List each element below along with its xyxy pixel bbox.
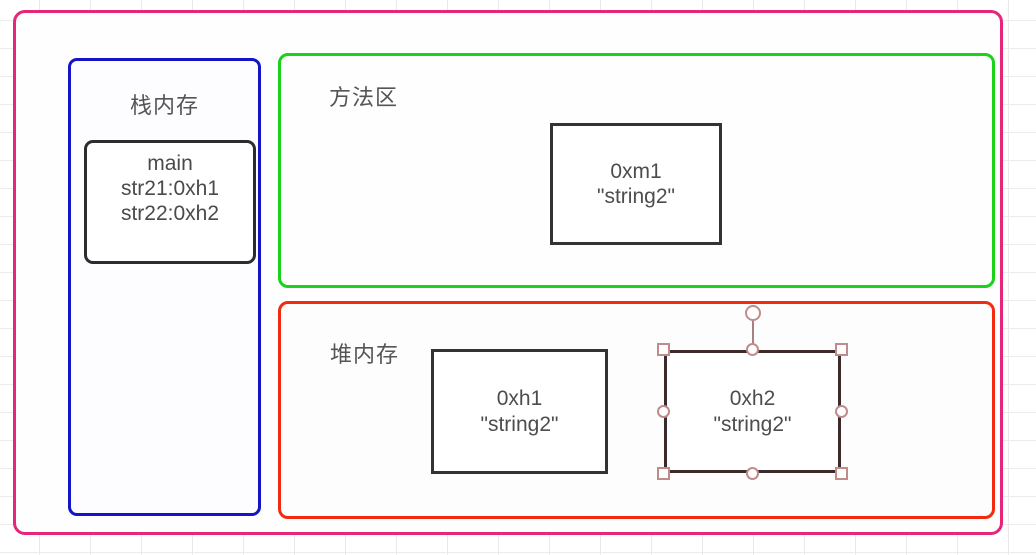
outer-container[interactable]: 栈内存 main str21:0xh1 str22:0xh2 方法区 0xm1 … <box>13 10 1003 535</box>
stack-frame-line-0: main <box>147 152 193 175</box>
heap-object-2-line-0: 0xh2 <box>729 387 776 411</box>
resize-handle-top-middle[interactable] <box>746 343 759 356</box>
resize-handle-top-right[interactable] <box>835 343 848 356</box>
rotate-handle-stem <box>751 319 754 350</box>
resize-handle-middle-right[interactable] <box>835 405 848 418</box>
resize-handle-bottom-middle[interactable] <box>746 467 759 480</box>
heap-object-0xh2-shape[interactable]: 0xh2 "string2" <box>664 350 841 473</box>
heap-object-0xh1[interactable]: 0xh1 "string2" <box>431 349 608 474</box>
resize-handle-middle-left[interactable] <box>657 405 670 418</box>
method-object-line-0: 0xm1 <box>610 159 662 183</box>
heap-memory-title: 堆内存 <box>330 342 400 367</box>
heap-object-1-line-1: "string2" <box>480 412 559 436</box>
resize-handle-bottom-left[interactable] <box>657 467 670 480</box>
rotate-handle-icon[interactable] <box>744 305 761 321</box>
method-area-object-0xm1[interactable]: 0xm1 "string2" <box>550 123 722 245</box>
heap-object-0xh2-selected[interactable]: 0xh2 "string2" <box>657 305 848 480</box>
stack-frame-main[interactable]: main str21:0xh1 str22:0xh2 <box>84 140 256 264</box>
stack-memory-title: 栈内存 <box>129 93 199 118</box>
heap-object-2-line-1: "string2" <box>713 412 792 436</box>
method-object-line-1: "string2" <box>597 185 675 208</box>
stack-frame-line-2: str22:0xh2 <box>120 201 220 225</box>
stack-memory-region[interactable] <box>68 58 261 516</box>
method-area-title: 方法区 <box>329 85 399 110</box>
heap-memory-region[interactable]: 堆内存 <box>278 301 995 519</box>
resize-handle-bottom-right[interactable] <box>835 467 848 480</box>
stack-frame-line-1: str21:0xh1 <box>120 176 220 200</box>
resize-handle-top-left[interactable] <box>657 343 670 356</box>
heap-object-1-line-0: 0xh1 <box>496 387 543 411</box>
